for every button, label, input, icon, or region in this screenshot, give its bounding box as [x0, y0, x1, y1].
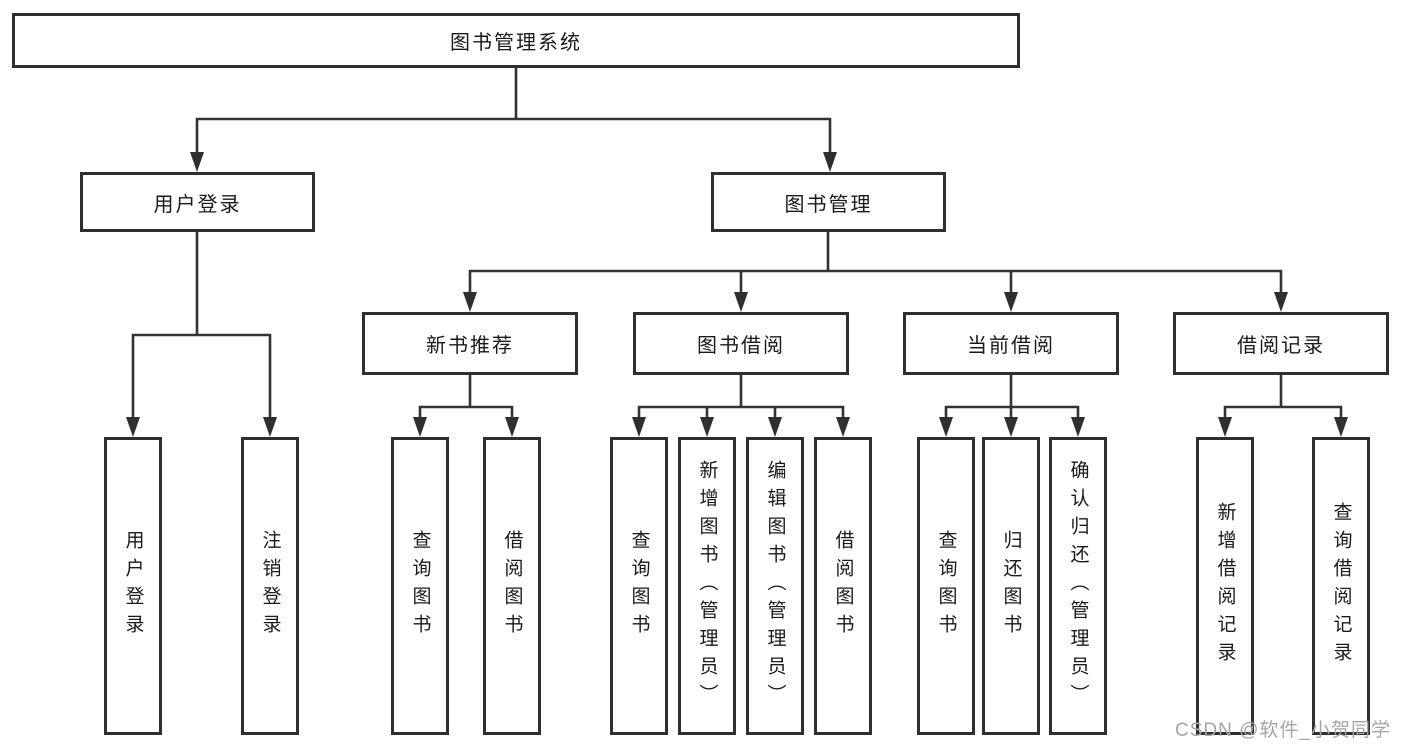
- leaf-newbook-query-books: 查询图书: [391, 437, 449, 735]
- leaf-current-return-books: 归还图书: [982, 437, 1040, 735]
- leaf-borrow-query-books: 查询图书: [610, 437, 668, 735]
- leaf-newbook-borrow-books: 借阅图书: [483, 437, 541, 735]
- node-label: 图书管理系统: [450, 32, 582, 54]
- node-label: 查询借阅记录: [1330, 502, 1352, 670]
- node-label: 借阅记录: [1237, 335, 1325, 357]
- leaf-logout: 注销登录: [241, 437, 299, 735]
- leaf-borrow-borrow-books: 借阅图书: [814, 437, 872, 735]
- node-label: 归还图书: [1000, 530, 1022, 642]
- leaf-current-query-books: 查询图书: [917, 437, 975, 735]
- node-label: 用户登录: [153, 193, 242, 216]
- leaf-records-query-borrow-record: 查询借阅记录: [1312, 437, 1370, 735]
- csdn-watermark: CSDN @软件_小贺同学: [1175, 720, 1391, 741]
- leaf-borrow-add-books-admin: 新增图书（管理员）: [678, 437, 736, 735]
- node-label: 图书借阅: [697, 335, 785, 357]
- node-book-management: 图书管理: [711, 172, 946, 232]
- node-user-login: 用户登录: [80, 172, 315, 232]
- arrowheads: [126, 152, 1348, 437]
- node-label: 当前借阅: [967, 335, 1055, 357]
- node-label: 新增图书（管理员）: [696, 460, 718, 712]
- node-label: 查询图书: [935, 530, 957, 642]
- leaf-current-confirm-return-admin: 确认归还（管理员）: [1049, 437, 1107, 735]
- leaf-user-login: 用户登录: [104, 437, 162, 735]
- node-new-book-recommendation: 新书推荐: [362, 312, 578, 375]
- node-label: 编辑图书（管理员）: [764, 460, 786, 712]
- node-label: 用户登录: [122, 530, 144, 642]
- node-label: 图书管理: [784, 193, 873, 216]
- node-label: 借阅图书: [832, 530, 854, 642]
- node-label: 查询图书: [409, 530, 431, 642]
- leaf-borrow-edit-books-admin: 编辑图书（管理员）: [746, 437, 804, 735]
- node-book-borrowing: 图书借阅: [633, 312, 849, 375]
- node-label: 新书推荐: [426, 335, 514, 357]
- node-label: 新增借阅记录: [1214, 502, 1236, 670]
- node-label: 借阅图书: [501, 530, 523, 642]
- node-label: 注销登录: [259, 530, 281, 642]
- node-library-management-system: 图书管理系统: [12, 13, 1020, 68]
- node-label: 确认归还（管理员）: [1067, 460, 1089, 712]
- node-borrowing-records: 借阅记录: [1173, 312, 1389, 375]
- node-current-borrowing: 当前借阅: [903, 312, 1119, 375]
- leaf-records-add-borrow-record: 新增借阅记录: [1196, 437, 1254, 735]
- node-label: 查询图书: [628, 530, 650, 642]
